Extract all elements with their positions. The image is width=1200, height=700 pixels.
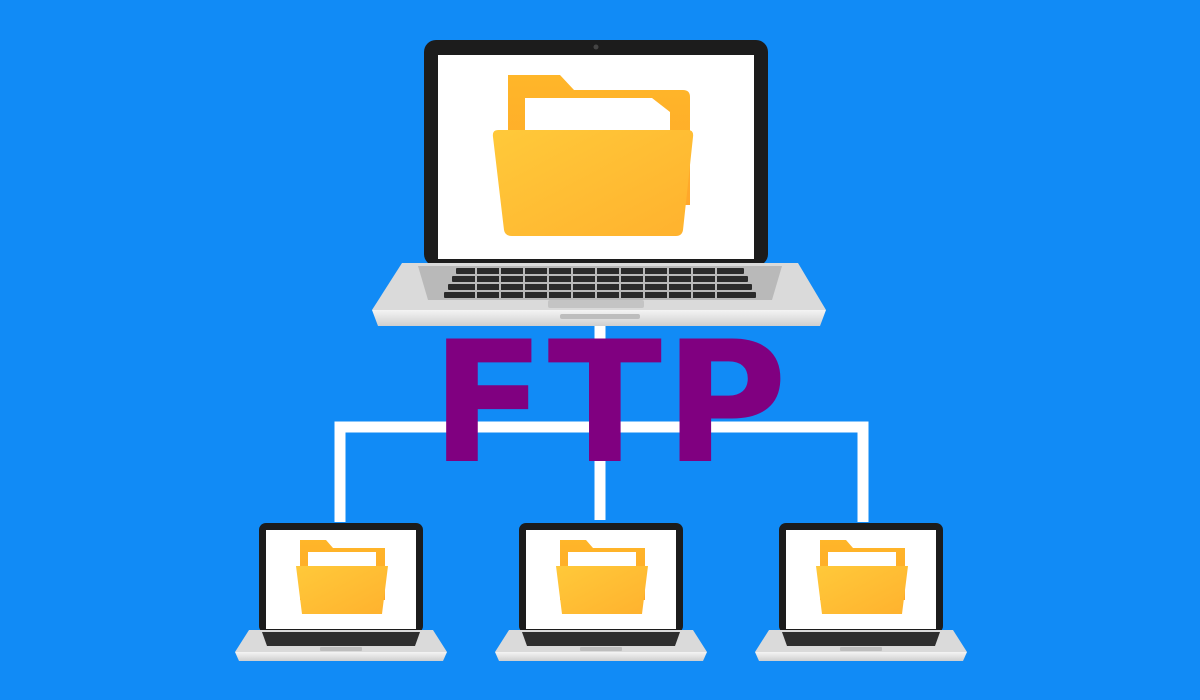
- network-connectors: [334, 326, 869, 522]
- client-folder-icon: [816, 540, 908, 614]
- server-folder-icon: [492, 75, 694, 236]
- client-folder-icon: [296, 540, 388, 614]
- client-folder-icon: [556, 540, 648, 614]
- ftp-label: FTP: [430, 305, 790, 501]
